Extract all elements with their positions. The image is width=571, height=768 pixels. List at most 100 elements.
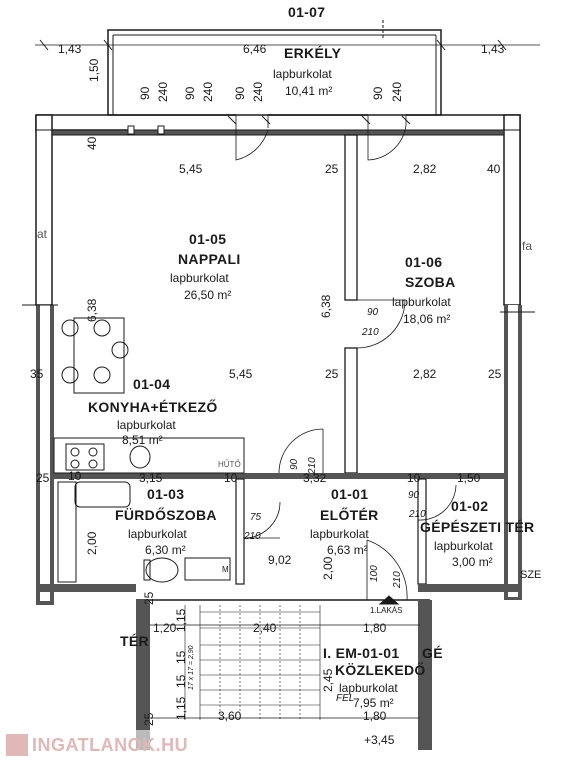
dim-label: 1,20 bbox=[153, 621, 177, 635]
dim-label: 3,15 bbox=[139, 471, 163, 485]
side-label-right: fa bbox=[522, 239, 533, 253]
dim-label: 25 bbox=[142, 591, 156, 605]
dim-label: 6,46 bbox=[243, 42, 267, 56]
corridor-area: 7,95 m² bbox=[353, 696, 394, 710]
living-name: NAPPALI bbox=[178, 251, 241, 267]
kitchen-code: 01-04 bbox=[133, 376, 171, 392]
corridor-floor: lapburkolat bbox=[339, 681, 398, 695]
dim-label: 3,60 bbox=[218, 709, 242, 723]
room-area: 18,06 m² bbox=[403, 312, 451, 326]
room-code: 01-06 bbox=[405, 254, 443, 270]
tech-floor: lapburkolat bbox=[434, 539, 493, 553]
side-label-left: at bbox=[37, 227, 48, 241]
dim-label: 1,15 bbox=[174, 608, 188, 632]
door-height: 210 bbox=[307, 457, 318, 474]
corridor-name: KÖZLEKEDŐ bbox=[335, 662, 426, 678]
dim-label: 10 bbox=[224, 471, 238, 485]
watermark: INGATLANOK.HU bbox=[6, 730, 206, 760]
room-name: SZOBA bbox=[405, 274, 456, 290]
house-icon bbox=[6, 734, 28, 756]
tech-area: 3,00 m² bbox=[452, 555, 493, 569]
neighbor-label-left: TÉR bbox=[120, 633, 149, 649]
dim-label: 5,45 bbox=[229, 367, 253, 381]
dim-label: 2,82 bbox=[413, 162, 437, 176]
living-code: 01-05 bbox=[189, 231, 227, 247]
bath-area: 6,30 m² bbox=[145, 543, 186, 557]
tech-name: GÉPÉSZETI TÉR bbox=[420, 519, 535, 535]
dim-label: 6,38 bbox=[319, 294, 333, 318]
door-height: 240 bbox=[251, 81, 265, 102]
balcony-name: ERKÉLY bbox=[284, 45, 342, 61]
watermark-text: INGATLANOK.HU bbox=[32, 734, 189, 755]
door-width: 90 bbox=[289, 458, 300, 470]
dim-label: 15 bbox=[174, 650, 188, 664]
door-height: 210 bbox=[362, 327, 379, 338]
dim-label: 40 bbox=[85, 136, 99, 150]
dim-label: 2,40 bbox=[253, 621, 277, 635]
bath-name: FÜRDŐSZOBA bbox=[115, 507, 217, 523]
hall-area: 6,63 m² bbox=[327, 543, 368, 557]
dim-label: 5,45 bbox=[179, 162, 203, 176]
door-height: 240 bbox=[201, 81, 215, 102]
dim-label: 1,43 bbox=[481, 42, 505, 56]
door-width: 75 bbox=[250, 512, 262, 523]
door-height: 240 bbox=[156, 81, 170, 102]
living-area: 26,50 m² bbox=[184, 288, 232, 302]
washer-label: M bbox=[222, 565, 229, 574]
dim-label: 25 bbox=[488, 367, 502, 381]
apartment-label: 1.LAKÁS bbox=[370, 606, 403, 615]
dim-label: 25 bbox=[142, 712, 156, 726]
dim-label: 1,15 bbox=[174, 696, 188, 720]
kitchen-floor: lapburkolat bbox=[117, 418, 176, 432]
bath-floor: lapburkolat bbox=[128, 527, 187, 541]
dim-label: 1,50 bbox=[87, 58, 101, 82]
door-width: 90 bbox=[371, 86, 385, 100]
fridge-label: HŰTŐ bbox=[218, 460, 241, 469]
door-width: 90 bbox=[367, 307, 379, 318]
dim-label: 10 bbox=[68, 469, 82, 483]
door-width: 90 bbox=[183, 86, 197, 100]
door-height: 210 bbox=[392, 571, 403, 588]
dim-label: 25 bbox=[325, 367, 339, 381]
dim-label: 1,50 bbox=[457, 471, 481, 485]
bath-code: 01-03 bbox=[147, 486, 185, 502]
tech-code: 01-02 bbox=[451, 498, 489, 514]
dim-label: 1,80 bbox=[363, 709, 387, 723]
neighbor-label-right: GÉ bbox=[422, 645, 443, 661]
dim-label: 10 bbox=[407, 471, 421, 485]
hall-code: 01-01 bbox=[331, 486, 369, 502]
level-label: +3,45 bbox=[364, 733, 395, 747]
corridor-code: I. EM-01-01 bbox=[323, 645, 400, 661]
dim-label: 2,00 bbox=[85, 531, 99, 555]
living-floor: lapburkolat bbox=[170, 271, 229, 285]
door-height: 210 bbox=[409, 509, 426, 520]
dim-label: 1,80 bbox=[363, 621, 387, 635]
door-width: 100 bbox=[369, 565, 380, 582]
dim-label: 40 bbox=[487, 162, 501, 176]
door-width: 90 bbox=[233, 86, 247, 100]
neighbor-label-edge: SZE bbox=[520, 569, 542, 581]
dim-label: 25 bbox=[36, 471, 50, 485]
stair-fel: FEL bbox=[336, 693, 355, 704]
dim-label: 2,45 bbox=[321, 668, 335, 692]
door-height: 210 bbox=[244, 531, 261, 542]
dim-label: 6,38 bbox=[85, 298, 99, 322]
dim-label: 1,43 bbox=[58, 42, 82, 56]
door-width: 90 bbox=[138, 86, 152, 100]
dim-label: 15 bbox=[174, 674, 188, 688]
dim-label: 35 bbox=[30, 367, 44, 381]
stair-spec: 17 x 17 = 2,90 bbox=[188, 645, 195, 690]
dim-label: 2,00 bbox=[321, 556, 335, 580]
door-height: 240 bbox=[390, 81, 404, 102]
kitchen-name: KONYHA+ÉTKEZŐ bbox=[88, 399, 218, 415]
hall-floor: lapburkolat bbox=[310, 527, 369, 541]
kitchen-area: 8,51 m² bbox=[122, 433, 163, 447]
door-width: 90 bbox=[408, 490, 420, 501]
dim-label: 2,82 bbox=[413, 367, 437, 381]
balcony-floor: lapburkolat bbox=[273, 67, 332, 81]
dim-label: 25 bbox=[325, 162, 339, 176]
balcony-code: 01-07 bbox=[288, 4, 326, 20]
dim-label: 9,02 bbox=[268, 553, 292, 567]
dim-label: 3,32 bbox=[303, 471, 327, 485]
